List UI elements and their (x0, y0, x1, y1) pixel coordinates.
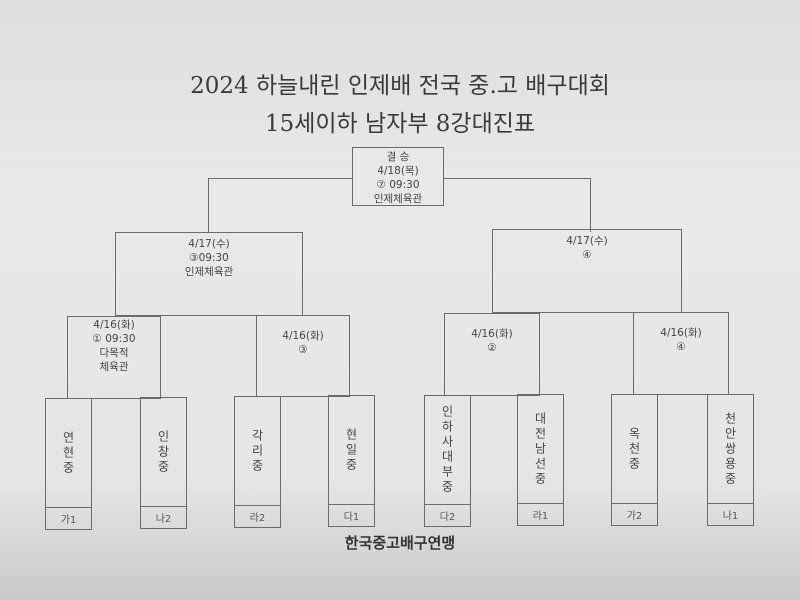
quarterfinal-date: 4/16(화) (471, 328, 513, 340)
team-group: 나2 (141, 506, 186, 528)
team-name: 옥천중 (627, 426, 641, 472)
semifinal-time: ④ (582, 249, 592, 261)
team-name: 현일중 (344, 427, 358, 473)
quarterfinal-time: ① 09:30 (92, 333, 136, 345)
quarterfinal-1-bracket: 4/16(화) ① 09:30 다목적 체육관 (67, 316, 161, 399)
team-group: 나1 (708, 503, 753, 525)
final-time: ⑦ 09:30 (376, 179, 420, 191)
team-group: 다1 (329, 504, 374, 526)
semifinal-2-bracket: 4/17(수) ④ (492, 229, 682, 313)
team-group: 라2 (235, 505, 280, 527)
final-date: 4/18(목) (377, 165, 419, 177)
quarterfinal-3-bracket: 4/16(화) ② (444, 313, 540, 396)
quarterfinal-date: 4/16(화) (93, 319, 135, 331)
quarterfinal-date: 4/16(화) (282, 330, 324, 342)
quarterfinal-venue: 체육관 (99, 361, 129, 373)
team-name: 인창중 (156, 429, 170, 475)
footer-organizer: 한국중고배구연맹 (344, 534, 456, 552)
title-line-2: 15세이하 남자부 8강대진표 (264, 111, 536, 137)
team-name: 대전남선중 (533, 411, 547, 487)
quarterfinal-time: ③ (298, 344, 308, 356)
semifinal-date: 4/17(수) (188, 238, 230, 250)
quarterfinal-4-bracket: 4/16(화) ④ (633, 312, 729, 395)
quarterfinal-time: ④ (676, 341, 686, 353)
team-group: 라1 (518, 503, 563, 525)
final-label: 결 승 (386, 151, 410, 163)
team-group: 가2 (612, 503, 657, 525)
final-venue: 인제체육관 (373, 193, 423, 205)
quarterfinal-time: ② (487, 342, 497, 354)
semifinal-date: 4/17(수) (566, 235, 608, 247)
title-line-1: 2024 하늘내린 인제배 전국 중.고 배구대회 (190, 73, 610, 99)
team-name: 각리중 (250, 428, 264, 474)
team-name: 연현중 (61, 430, 75, 476)
team-name: 인하사대부중 (440, 405, 454, 495)
team-group: 가1 (46, 507, 91, 529)
team-group: 다2 (425, 504, 470, 526)
quarterfinal-date: 4/16(화) (660, 327, 702, 339)
team-name: 천안쌍용중 (723, 411, 737, 487)
semifinal-venue: 인제체육관 (184, 266, 234, 278)
semifinal-1-bracket: 4/17(수) ③09:30 인제체육관 (115, 232, 303, 316)
quarterfinal-venue: 다목적 (99, 347, 129, 359)
final-match-box: 결 승 4/18(목) ⑦ 09:30 인제체육관 (352, 147, 444, 206)
quarterfinal-2-bracket: 4/16(화) ③ (256, 315, 350, 397)
semifinal-time: ③09:30 (189, 252, 229, 264)
